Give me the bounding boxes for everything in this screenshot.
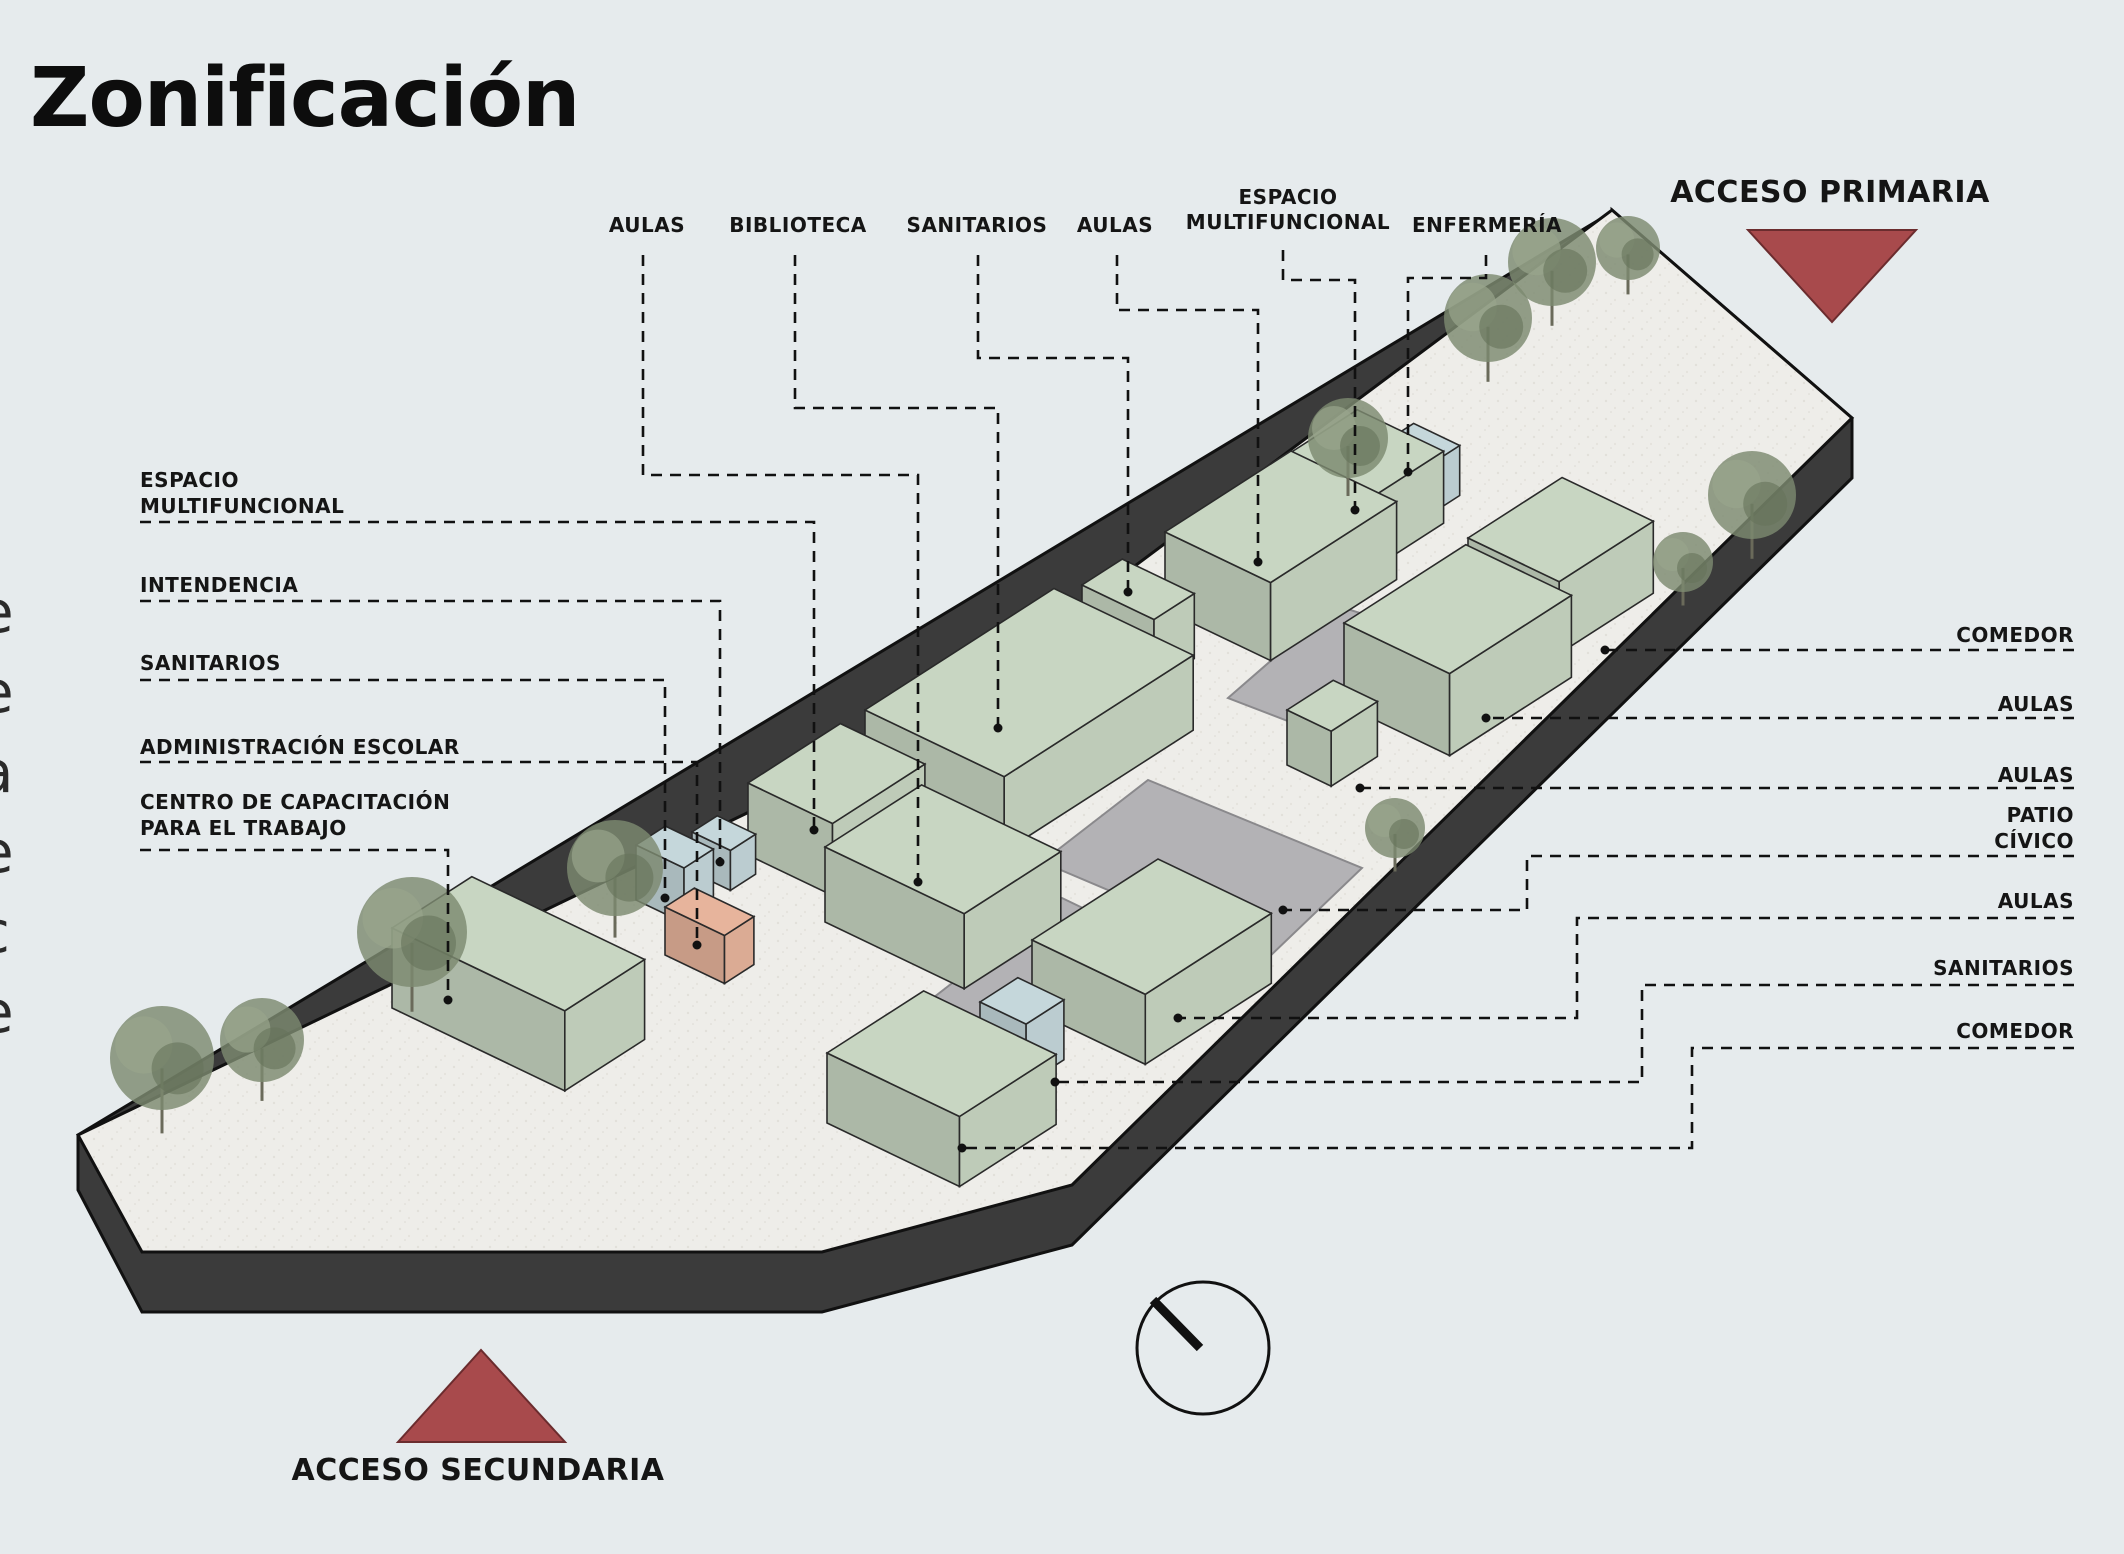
leader-line bbox=[1178, 916, 2074, 1020]
label-sanitarios-left: SANITARIOS bbox=[140, 651, 281, 675]
leader-dot bbox=[443, 995, 453, 1005]
leader-line bbox=[140, 599, 722, 862]
building-aulas-center bbox=[823, 783, 1063, 991]
label-aulas-r2: AULAS bbox=[1998, 763, 2074, 787]
label-comedor-1: COMEDOR bbox=[1956, 623, 2074, 647]
leader-line bbox=[1055, 983, 2074, 1084]
leader-dot bbox=[809, 825, 819, 835]
label-civico: CÍVICO bbox=[1994, 829, 2074, 853]
tree-icon bbox=[1596, 216, 1660, 295]
svg-text:e: e bbox=[0, 978, 14, 1046]
label-centro-l2: PARA EL TRABAJO bbox=[140, 816, 347, 840]
tree-icon bbox=[567, 820, 663, 938]
leader-line bbox=[140, 520, 816, 830]
label-espacio: ESPACIO bbox=[1239, 185, 1338, 209]
tree-icon bbox=[1653, 532, 1713, 606]
access-primary-label: ACCESO PRIMARIA bbox=[1670, 175, 1990, 210]
leader-dot bbox=[913, 877, 923, 887]
leader-line bbox=[1283, 854, 2074, 912]
leader-dot bbox=[1600, 645, 1610, 655]
label-espacio-multi-l1: ESPACIO bbox=[140, 468, 239, 492]
svg-text:e: e bbox=[0, 578, 14, 646]
label-enfermeria: ENFERMERÍA bbox=[1412, 213, 1562, 237]
label-sanitarios-1: SANITARIOS bbox=[907, 213, 1048, 237]
leader-dot bbox=[1403, 467, 1413, 477]
label-aulas-r1: AULAS bbox=[1998, 692, 2074, 716]
building-aulas-r1 bbox=[1342, 543, 1574, 758]
up-triangle-icon bbox=[395, 1348, 568, 1443]
leader-dot bbox=[1123, 587, 1133, 597]
tree-icon bbox=[1365, 798, 1425, 872]
access-primary: ACCESO PRIMARIA bbox=[1670, 175, 1990, 324]
label-aulas-1: AULAS bbox=[609, 213, 685, 237]
leader-line bbox=[1406, 255, 1488, 472]
leader-dot bbox=[1350, 505, 1360, 515]
tree-icon bbox=[220, 998, 304, 1101]
leader-line bbox=[1281, 250, 1357, 510]
label-multifuncional: MULTIFUNCIONAL bbox=[1186, 210, 1390, 234]
label-biblioteca: BIBLIOTECA bbox=[729, 213, 867, 237]
leader-dot bbox=[1355, 783, 1365, 793]
access-secondary-label: ACCESO SECUNDARIA bbox=[292, 1453, 665, 1488]
leader-line bbox=[140, 760, 699, 945]
label-administracion: ADMINISTRACIÓN ESCOLAR bbox=[140, 735, 460, 759]
leader-dot bbox=[692, 940, 702, 950]
leader-line bbox=[140, 678, 667, 898]
svg-text:c: c bbox=[0, 898, 10, 966]
label-patio: PATIO bbox=[2007, 803, 2074, 827]
building-aulas-top bbox=[1163, 450, 1399, 663]
label-espacio-multi-l2: MULTIFUNCIONAL bbox=[140, 494, 344, 518]
page-title: Zonificación bbox=[30, 51, 580, 146]
trees bbox=[110, 216, 1796, 1134]
building-comedor-2 bbox=[825, 989, 1058, 1188]
labels-left: ESPACIO MULTIFUNCIONAL INTENDENCIA SANIT… bbox=[140, 468, 460, 840]
leader-dot bbox=[1278, 905, 1288, 915]
leader-dot bbox=[993, 723, 1003, 733]
label-intendencia: INTENDENCIA bbox=[140, 573, 298, 597]
leader-dot bbox=[1050, 1077, 1060, 1087]
leader-lines bbox=[140, 250, 2074, 1153]
label-comedor-2: COMEDOR bbox=[1956, 1019, 2074, 1043]
tree-icon bbox=[1508, 218, 1596, 326]
leader-dot bbox=[1173, 1013, 1183, 1023]
tree-icon bbox=[357, 877, 467, 1012]
label-aulas-2: AULAS bbox=[1077, 213, 1153, 237]
leader-line bbox=[140, 848, 450, 1000]
building-aulas-r3 bbox=[1030, 858, 1273, 1066]
cropped-side-text: e e a e c e l bbox=[0, 578, 14, 1046]
down-triangle-icon bbox=[1745, 229, 1919, 324]
tree-icon bbox=[1444, 274, 1532, 382]
leader-dot bbox=[1481, 713, 1491, 723]
leader-dot bbox=[957, 1143, 967, 1153]
tree-icon bbox=[1308, 398, 1388, 496]
north-arrow-icon bbox=[1135, 1280, 1271, 1416]
label-aulas-r3: AULAS bbox=[1998, 889, 2074, 913]
leader-line bbox=[793, 255, 1000, 728]
leader-line bbox=[976, 255, 1130, 592]
building-aulas-r2 bbox=[1285, 679, 1380, 788]
leader-dot bbox=[1253, 557, 1263, 567]
labels-right: COMEDOR AULAS AULAS PATIO CÍVICO AULAS S… bbox=[1933, 623, 2074, 1043]
access-secondary: ACCESO SECUNDARIA bbox=[292, 1348, 665, 1488]
leader-dot bbox=[660, 893, 670, 903]
tree-icon bbox=[1708, 451, 1796, 559]
svg-text:e: e bbox=[0, 658, 14, 726]
labels-top: AULAS BIBLIOTECA SANITARIOS AULAS ESPACI… bbox=[609, 185, 1562, 237]
leader-dot bbox=[715, 857, 725, 867]
svg-text:e: e bbox=[0, 818, 14, 886]
label-centro-l1: CENTRO DE CAPACITACIÓN bbox=[140, 790, 450, 814]
leader-line bbox=[1115, 255, 1260, 562]
leader-line bbox=[962, 1046, 2074, 1150]
label-sanitarios-r: SANITARIOS bbox=[1933, 956, 2074, 980]
tree-icon bbox=[110, 1006, 214, 1134]
svg-text:a: a bbox=[0, 738, 14, 806]
